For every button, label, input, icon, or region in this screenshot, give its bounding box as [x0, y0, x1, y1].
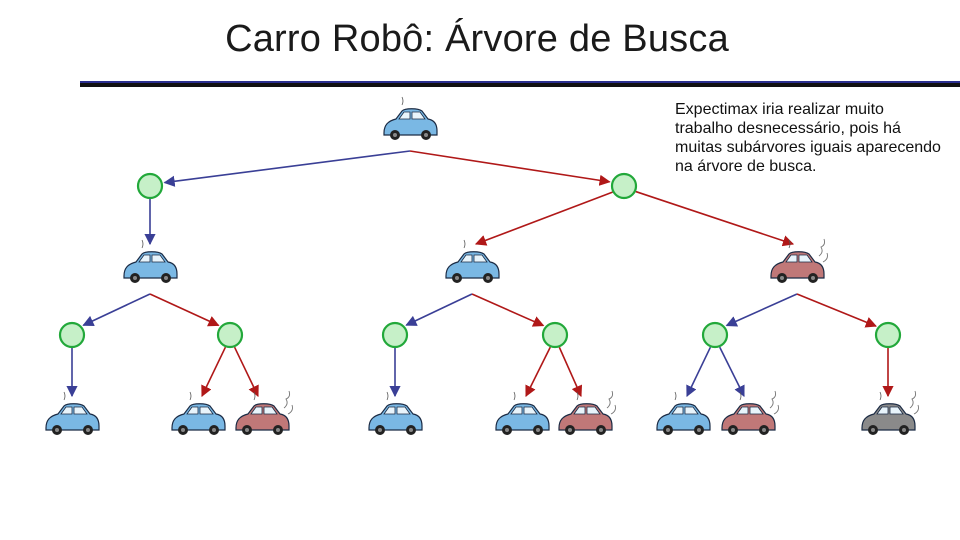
smoke-icon — [769, 390, 779, 415]
tree-edge-blue — [725, 293, 798, 327]
chance-node — [701, 321, 729, 349]
chance-node — [136, 172, 164, 200]
edges-layer — [66, 150, 894, 398]
chance-node — [874, 321, 902, 349]
smoke-icon — [283, 390, 293, 415]
chance-node — [381, 321, 409, 349]
car-cool-icon — [45, 391, 100, 436]
car-cool-icon — [368, 391, 423, 436]
car-cool-icon — [383, 96, 438, 141]
chance-node — [216, 321, 244, 349]
car-warm-icon — [235, 390, 293, 436]
slide-title-text: Carro Robô: Árvore de Busca — [225, 18, 729, 60]
tree-edge-red — [201, 346, 227, 398]
tree-edge-blue — [82, 293, 151, 327]
tree-edge-red — [635, 190, 795, 247]
smoke-icon — [818, 238, 828, 263]
tree-edge-red — [474, 191, 613, 246]
explanation-note: Expectimax iria realizar muito trabalho … — [675, 101, 941, 175]
tree-edge-blue — [163, 150, 411, 187]
tree-edge-red — [471, 293, 545, 327]
tree-edge-red — [558, 346, 583, 398]
chance-node — [58, 321, 86, 349]
chance-node — [610, 172, 638, 200]
slide-title: Carro Robô: Árvore de Busca — [0, 18, 960, 61]
car-warm-icon — [721, 390, 779, 436]
tree-edge-red — [796, 293, 877, 328]
car-cool-icon — [656, 391, 711, 436]
car-warm-icon — [770, 238, 828, 284]
title-rule — [80, 81, 960, 87]
car-cool-icon — [123, 239, 178, 284]
tree-edge-red — [149, 293, 220, 327]
tree-edge-red — [409, 150, 611, 186]
car-cool-icon — [445, 239, 500, 284]
car-overheated-icon — [861, 390, 919, 436]
smoke-icon — [909, 390, 919, 415]
chance-node — [541, 321, 569, 349]
car-warm-icon — [558, 390, 616, 436]
nodes-layer — [45, 96, 919, 436]
car-cool-icon — [171, 391, 226, 436]
tree-edge-blue — [405, 293, 473, 326]
smoke-icon — [606, 390, 616, 415]
tree-edge-red — [233, 346, 259, 398]
tree-edge-blue — [718, 346, 745, 398]
tree-edge-red — [525, 346, 552, 398]
tree-edge-blue — [686, 346, 712, 398]
car-cool-icon — [495, 391, 550, 436]
